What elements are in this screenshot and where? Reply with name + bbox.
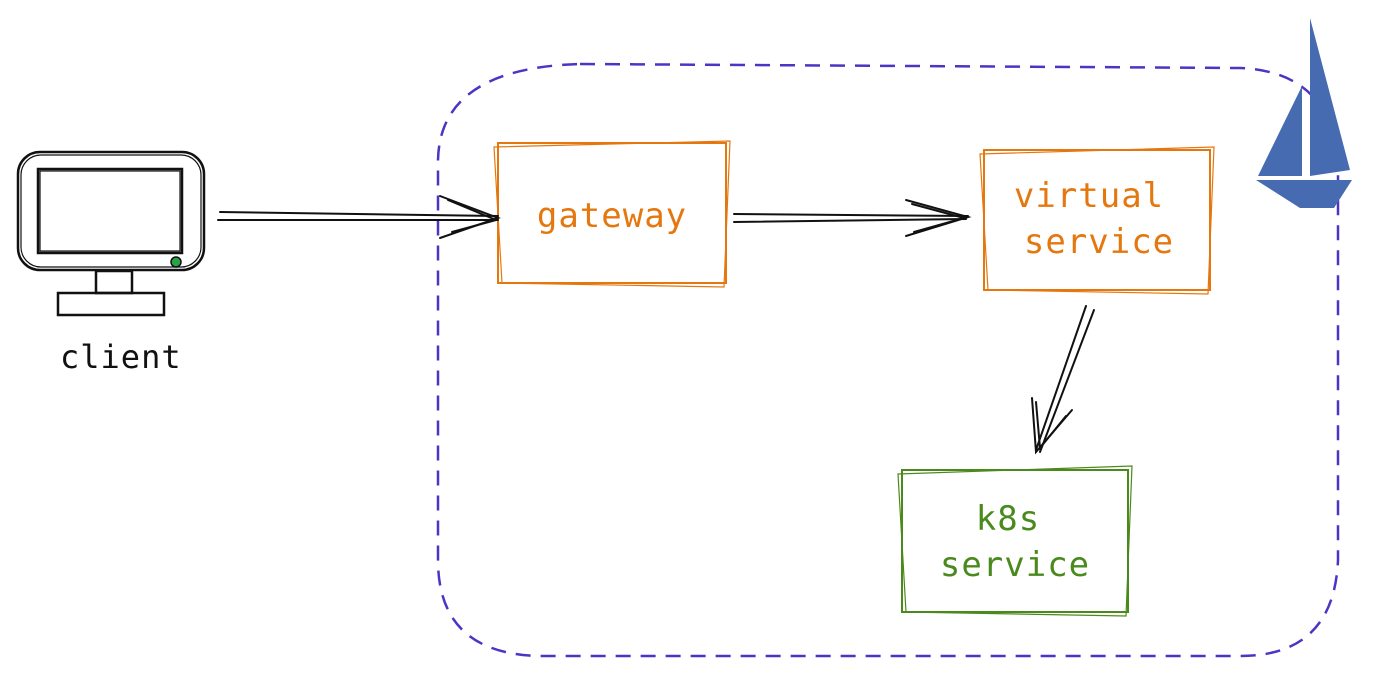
virtual-service-box: [979, 146, 1215, 295]
virtual-service-label: virtual service: [984, 176, 1210, 262]
k8s-service-label-line1: k8s: [975, 499, 1041, 539]
arrow-client-to-gateway: [217, 195, 501, 239]
monitor-icon: [16, 150, 206, 317]
gateway-box: [493, 140, 731, 288]
k8s-service-label-line2: service: [939, 545, 1091, 585]
gateway-label: gateway: [536, 196, 688, 236]
client-label: client: [60, 338, 182, 376]
k8s-service-label: k8s service: [902, 496, 1128, 588]
mesh-boundary: [436, 62, 1340, 658]
virtual-service-label-line1: virtual: [1013, 176, 1165, 216]
k8s-service-box: [897, 465, 1133, 617]
arrow-virtual-service-to-k8s-service: [1031, 305, 1095, 455]
virtual-service-label-line2: service: [1023, 222, 1175, 262]
istio-sail-logo: [1256, 18, 1352, 208]
arrow-gateway-to-virtual-service: [733, 199, 972, 237]
